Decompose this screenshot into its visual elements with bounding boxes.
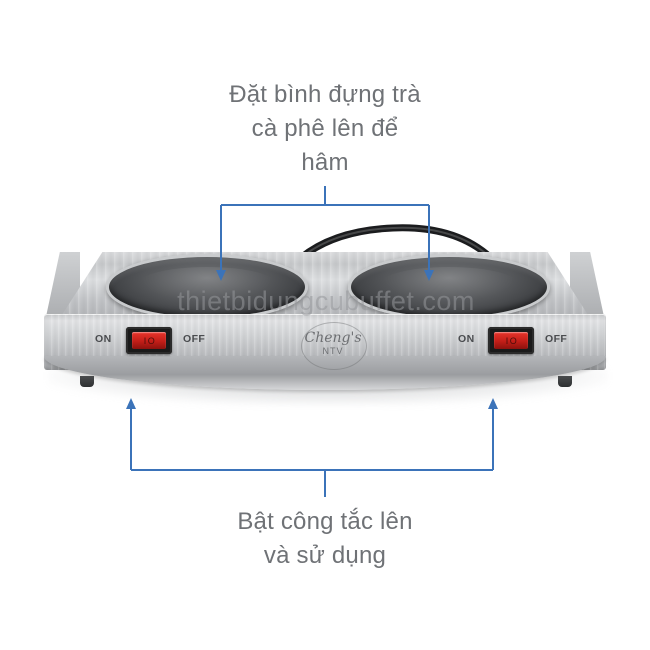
left-switch-off-label: OFF — [183, 333, 206, 345]
top-annotation-text: Đặt bình đựng trà cà phê lên để hâm — [229, 81, 421, 176]
watermark: thietbidungcubuffet.com — [177, 286, 475, 316]
right-warming-plate — [348, 254, 550, 320]
left-rocker-icon: I O — [132, 332, 166, 349]
brand-logo-ring — [301, 322, 367, 370]
left-power-switch[interactable]: I O — [126, 327, 172, 354]
brand-logo: Cheng's NTV — [288, 318, 378, 370]
bottom-annotation-text: Bật công tắc lên và sử dụng — [237, 508, 413, 569]
chassis-foot-left — [80, 376, 94, 387]
left-switch-on-label: ON — [95, 333, 112, 345]
chassis-foot-right — [558, 376, 572, 387]
left-warming-plate — [106, 254, 308, 320]
right-switch-off-label: OFF — [545, 333, 568, 345]
right-rocker-icon: I O — [494, 332, 528, 349]
right-switch-on-label: ON — [458, 333, 475, 345]
product-photo: ON I O OFF Cheng's NTV ON I O OFF — [18, 196, 632, 406]
right-power-switch[interactable]: I O — [488, 327, 534, 354]
